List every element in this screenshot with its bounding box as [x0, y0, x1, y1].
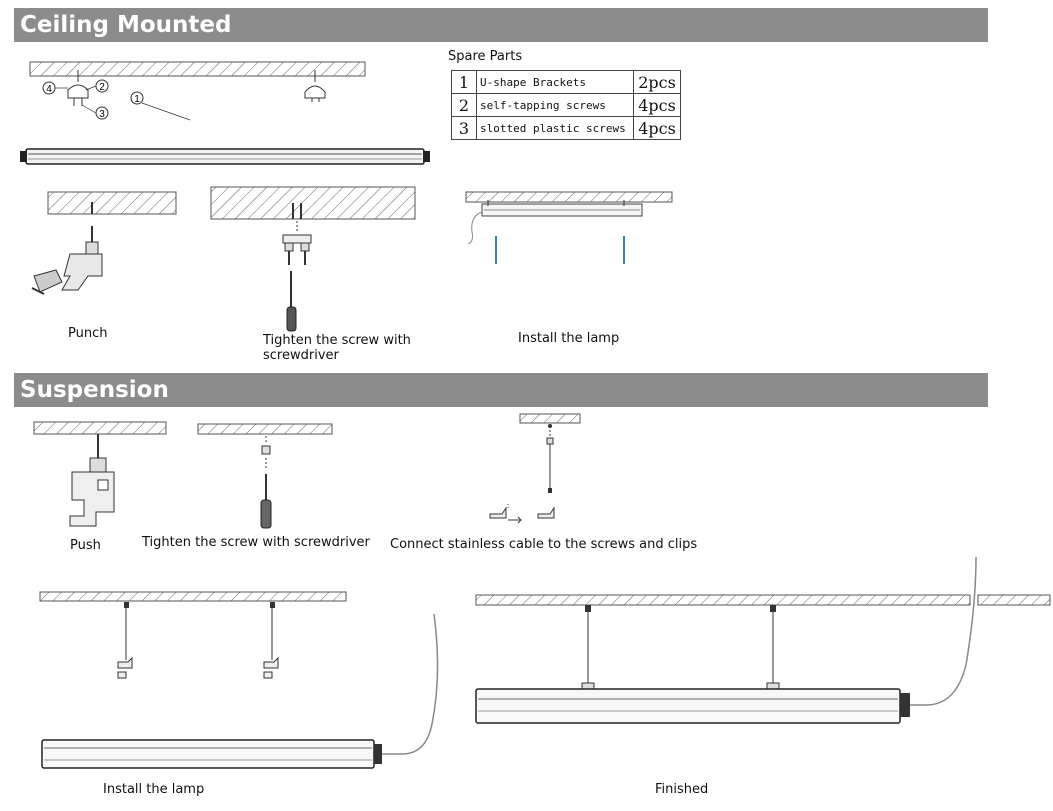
- punch-drill-illustration: [31, 191, 177, 295]
- drill-icon: [69, 457, 115, 527]
- left-bracket: [67, 70, 89, 106]
- caption-tighten-screw: Tighten the screw with screwdriver: [263, 333, 411, 363]
- right-suspension-cable: [263, 602, 279, 679]
- tighten-screw-illustration-2: [197, 423, 333, 529]
- drill-icon: [31, 226, 103, 295]
- right-suspension-cable: [766, 605, 780, 696]
- part-name: U-shape Brackets: [476, 70, 634, 94]
- callout-4: 4: [42, 81, 68, 95]
- connect-cable-illustration: [489, 413, 581, 524]
- section-header-suspension: Suspension: [14, 373, 988, 407]
- caption-install-lamp-suspension: Install the lamp: [103, 782, 205, 797]
- left-suspension-cable: [117, 602, 133, 679]
- callout-3: 3: [81, 104, 109, 120]
- screwdriver-icon: [260, 474, 272, 529]
- ceiling-overview-diagram: 4 2 3 1: [20, 61, 430, 165]
- part-quantity: 4pcs: [633, 93, 681, 117]
- svg-text:2: 2: [99, 82, 105, 93]
- caption-install-lamp: Install the lamp: [518, 331, 620, 346]
- right-bracket: [304, 70, 326, 102]
- lamp-body: [475, 556, 977, 724]
- caption-finished: Finished: [655, 782, 709, 797]
- callout-1: 1: [130, 91, 191, 121]
- install-lamp-illustration: [465, 191, 673, 264]
- caption-push: Push: [70, 538, 101, 553]
- callout-2: 2: [85, 79, 109, 93]
- spare-parts-title: Spare Parts: [448, 49, 523, 64]
- section-header-ceiling-mounted: Ceiling Mounted: [14, 8, 988, 42]
- part-number: 1: [451, 70, 477, 94]
- spare-parts-table: 1 U-shape Brackets 2pcs 2 self-tapping s…: [451, 70, 681, 140]
- table-row: 2 self-tapping screws 4pcs: [451, 93, 681, 117]
- tighten-screw-illustration: [210, 186, 416, 332]
- caption-connect-cable: Connect stainless cable to the screws an…: [390, 537, 698, 552]
- part-name: slotted plastic screws: [476, 116, 634, 140]
- lamp-body: [41, 613, 439, 769]
- part-quantity: 2pcs: [633, 70, 681, 94]
- part-quantity: 4pcs: [633, 116, 681, 140]
- part-number: 2: [451, 93, 477, 117]
- ceiling-slab: [29, 61, 366, 77]
- table-row: 1 U-shape Brackets 2pcs: [451, 70, 681, 94]
- screwdriver-icon: [286, 271, 297, 332]
- part-number: 3: [451, 116, 477, 140]
- finished-installation-illustration: [475, 556, 1051, 724]
- install-lamp-suspension-illustration: [39, 591, 439, 769]
- lamp-body: [20, 148, 430, 165]
- caption-tighten-screw-2: Tighten the screw with screwdriver: [142, 535, 370, 550]
- left-suspension-cable: [581, 605, 595, 696]
- svg-text:1: 1: [134, 94, 140, 105]
- clip-icon: [489, 504, 555, 524]
- part-name: self-tapping screws: [476, 93, 634, 117]
- bracket-parts: [282, 234, 312, 265]
- push-drill-illustration: [33, 421, 167, 527]
- svg-text:3: 3: [99, 109, 105, 120]
- caption-punch: Punch: [68, 326, 108, 341]
- table-row: 3 slotted plastic screws 4pcs: [451, 116, 681, 140]
- svg-text:4: 4: [46, 84, 52, 95]
